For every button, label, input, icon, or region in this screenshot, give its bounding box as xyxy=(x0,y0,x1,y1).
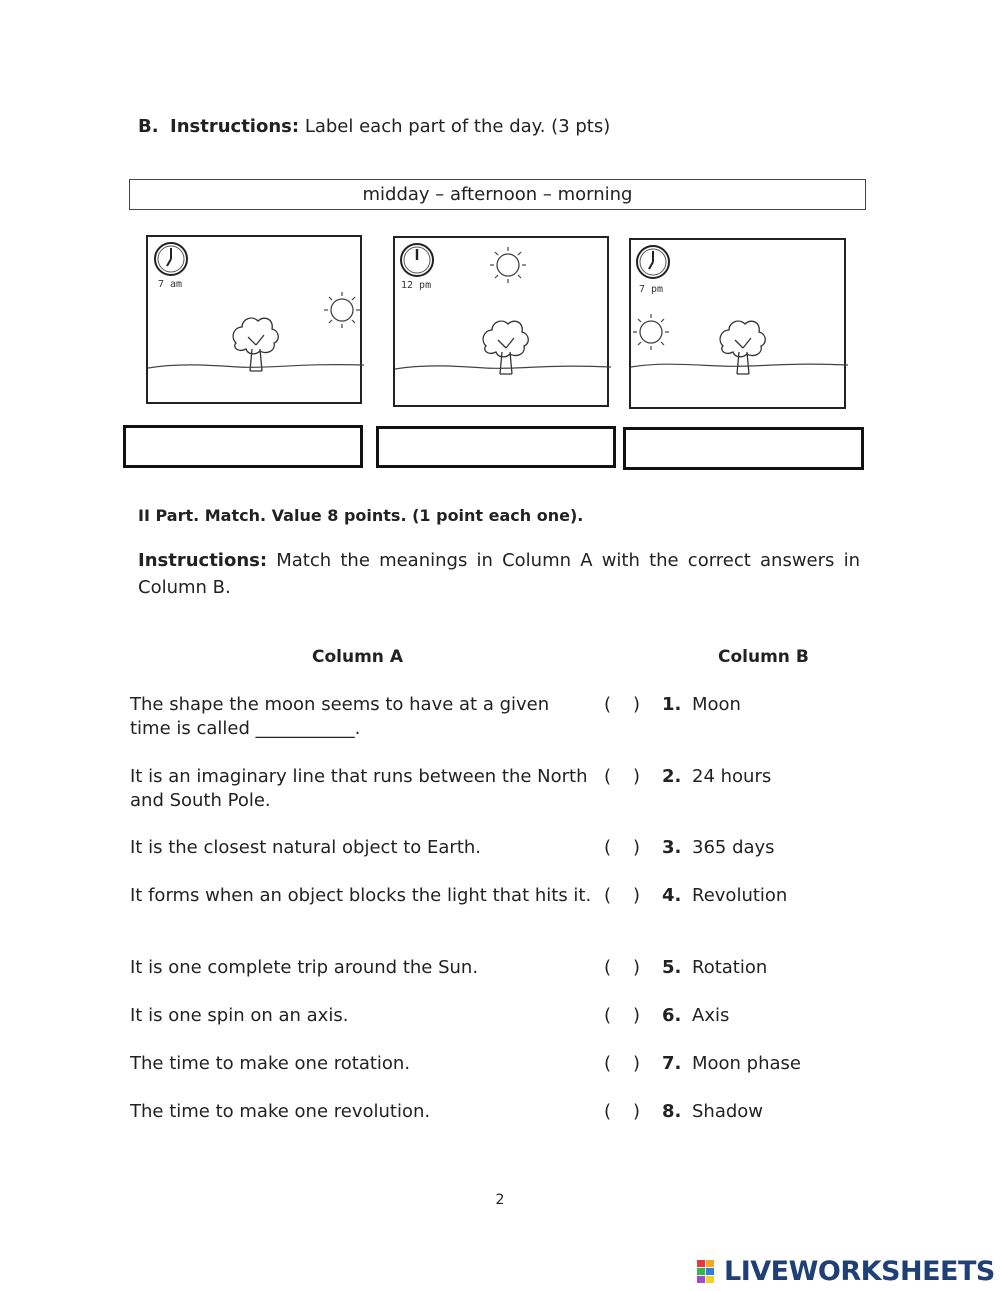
column-a-heading: Column A xyxy=(312,647,403,667)
column-b-text: 365 days xyxy=(692,837,775,858)
section-b-text: Label each part of the day. (3 pts) xyxy=(304,116,611,137)
column-a-text: The time to make one rotation. xyxy=(130,1053,411,1074)
column-b-heading: Column B xyxy=(718,647,809,667)
paren-open: ( xyxy=(604,837,612,858)
paren-close: ) xyxy=(632,1005,640,1026)
part2-instr-text: Match the meanings in Column A with the … xyxy=(138,550,860,598)
paren-close: ) xyxy=(632,1101,640,1122)
liveworksheets-logo-icon xyxy=(697,1259,714,1283)
liveworksheets-brand: LIVEWORKSHEETS xyxy=(724,1256,995,1287)
column-b-number: 7. xyxy=(662,1053,682,1074)
paren-close: ) xyxy=(632,694,640,715)
paren-close: ) xyxy=(632,1053,640,1074)
scene-morning-drawing xyxy=(148,242,364,372)
paren-open: ( xyxy=(604,1101,612,1122)
column-b-text: Revolution xyxy=(692,885,788,906)
column-b-number: 3. xyxy=(662,837,682,858)
tree-icon xyxy=(719,320,766,375)
paren-close: ) xyxy=(632,957,640,978)
word-bank: midday – afternoon – morning xyxy=(129,179,866,210)
time-label: 7 pm xyxy=(639,284,664,295)
column-b-text: Moon xyxy=(692,694,741,715)
part2-instr-label: Instructions: xyxy=(138,550,268,571)
picture-morning: 7 am xyxy=(146,235,364,404)
column-a-text: It is the closest natural object to Eart… xyxy=(130,837,481,858)
scene-midday-drawing xyxy=(395,243,611,375)
answer-box-2[interactable] xyxy=(376,426,616,468)
answer-box-3[interactable] xyxy=(623,427,864,470)
time-label: 7 am xyxy=(158,279,183,290)
answer-slot[interactable]: () xyxy=(604,836,640,860)
answer-slot[interactable]: () xyxy=(604,884,640,908)
picture-afternoon: 7 pm xyxy=(629,238,848,409)
column-b-number: 4. xyxy=(662,885,682,906)
clock-icon xyxy=(400,243,434,277)
column-a-text: It is one spin on an axis. xyxy=(130,1005,349,1026)
paren-close: ) xyxy=(632,837,640,858)
paren-open: ( xyxy=(604,957,612,978)
time-label: 12 pm xyxy=(401,280,432,291)
scene-afternoon-drawing xyxy=(631,245,848,375)
part2-instructions: Instructions: Match the meanings in Colu… xyxy=(138,547,860,601)
answer-slot[interactable]: () xyxy=(604,1100,640,1124)
picture-midday: 12 pm xyxy=(393,236,611,407)
column-a-text: It forms when an object blocks the light… xyxy=(130,885,592,906)
answer-slot[interactable]: () xyxy=(604,956,640,980)
tree-icon xyxy=(232,317,279,372)
column-a-text: It is one complete trip around the Sun. xyxy=(130,957,479,978)
answer-slot[interactable]: () xyxy=(604,693,640,717)
answer-slot[interactable]: () xyxy=(604,1052,640,1076)
column-b-number: 8. xyxy=(662,1101,682,1122)
column-b-number: 2. xyxy=(662,766,682,787)
column-b-number: 1. xyxy=(662,694,682,715)
section-b-letter: B. xyxy=(138,116,159,137)
column-a-text: The shape the moon seems to have at a gi… xyxy=(130,694,550,739)
answer-slot[interactable]: () xyxy=(604,1004,640,1028)
paren-open: ( xyxy=(604,694,612,715)
column-b-number: 5. xyxy=(662,957,682,978)
clock-icon xyxy=(636,245,670,279)
paren-open: ( xyxy=(604,1005,612,1026)
page-number: 2 xyxy=(495,1192,505,1208)
tree-icon xyxy=(482,320,529,375)
paren-close: ) xyxy=(632,766,640,787)
liveworksheets-logo: LIVEWORKSHEETS xyxy=(696,1256,995,1287)
column-b-text: Axis xyxy=(692,1005,730,1026)
column-b-number: 6. xyxy=(662,1005,682,1026)
paren-close: ) xyxy=(632,885,640,906)
part2-heading: II Part. Match. Value 8 points. (1 point… xyxy=(138,506,584,525)
paren-open: ( xyxy=(604,885,612,906)
sun-icon xyxy=(324,292,360,328)
column-b-text: Shadow xyxy=(692,1101,764,1122)
column-a-text: The time to make one revolution. xyxy=(130,1101,431,1122)
sun-icon xyxy=(490,247,526,283)
sun-icon xyxy=(633,314,669,350)
section-b-heading: B. Instructions: Label each part of the … xyxy=(138,116,610,137)
column-b-text: Rotation xyxy=(692,957,768,978)
paren-open: ( xyxy=(604,1053,612,1074)
paren-open: ( xyxy=(604,766,612,787)
column-b-text: 24 hours xyxy=(692,766,772,787)
column-b-text: Moon phase xyxy=(692,1053,802,1074)
column-a-text: It is an imaginary line that runs betwee… xyxy=(130,766,588,811)
clock-icon xyxy=(154,242,188,276)
answer-slot[interactable]: () xyxy=(604,765,640,789)
answer-box-1[interactable] xyxy=(123,425,363,468)
section-b-label: Instructions: xyxy=(170,116,300,137)
